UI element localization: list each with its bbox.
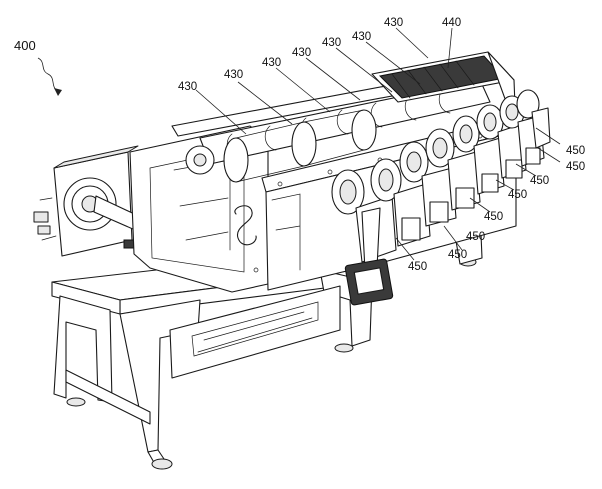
- valve-unit: [476, 104, 527, 179]
- valve-unit: [425, 128, 481, 211]
- valve-unit: [399, 141, 457, 227]
- figure-label: 400: [14, 38, 36, 53]
- label-roller: 430: [384, 17, 403, 29]
- label-roller: 430: [322, 37, 341, 49]
- label-valve: 450: [566, 161, 585, 173]
- rollers: [185, 79, 491, 183]
- label-roller: 430: [262, 57, 281, 69]
- label-valve: 450: [566, 145, 585, 157]
- label-top-frame: 440: [442, 17, 461, 29]
- label-roller: 430: [352, 31, 371, 43]
- valve-unit: [516, 89, 551, 149]
- label-valve: 450: [530, 175, 549, 187]
- label-valve: 450: [484, 211, 503, 223]
- label-valve: 450: [408, 261, 427, 273]
- label-valve: 450: [448, 249, 467, 261]
- valve-unit: [370, 158, 431, 247]
- label-valve: 450: [508, 189, 527, 201]
- valve-unit: [331, 169, 397, 306]
- label-valve: 450: [466, 231, 485, 243]
- label-roller: 430: [178, 81, 197, 93]
- valve-units: [331, 89, 551, 306]
- arrow-head-icon: [54, 88, 62, 96]
- label-roller: 430: [292, 47, 311, 59]
- leader-lines: [37, 27, 561, 261]
- label-roller: 430: [224, 69, 243, 81]
- top-frame: [371, 51, 517, 133]
